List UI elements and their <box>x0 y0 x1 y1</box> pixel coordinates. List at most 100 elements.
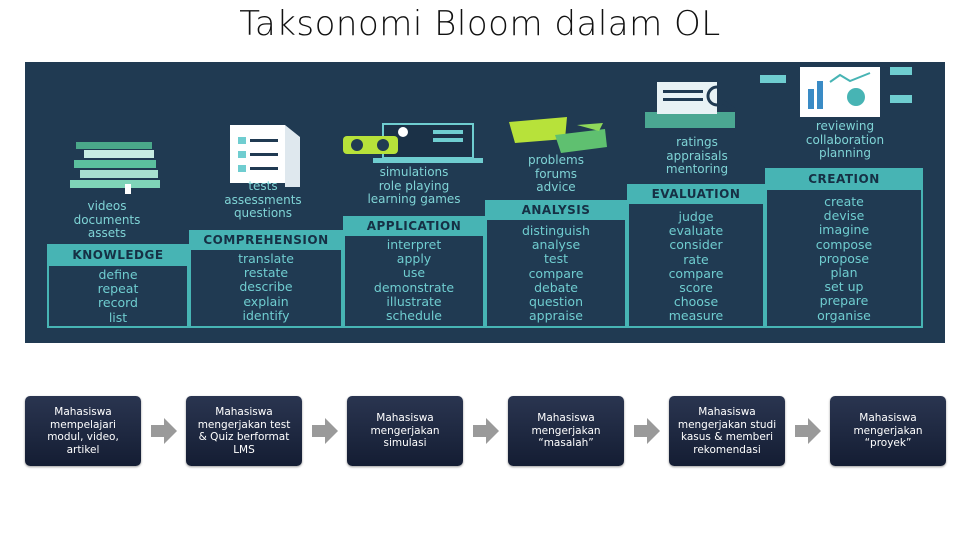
knowledge-verbs: define repeat record list <box>47 267 189 325</box>
step-box-analysis: Mahasiswa mengerjakan “masalah” <box>508 396 624 466</box>
step-box-creation: Mahasiswa mengerjakan “proyek” <box>830 396 946 466</box>
verb-item: test <box>543 251 568 267</box>
tool-item: tests <box>248 179 278 193</box>
verb-item: prepare <box>819 293 869 309</box>
tool-item: appraisals <box>666 148 728 163</box>
verb-item: repeat <box>97 281 139 297</box>
verb-item: debate <box>534 279 578 295</box>
tool-item: videos <box>87 199 127 213</box>
checklist-document-icon <box>230 125 300 187</box>
books-icon <box>70 142 160 194</box>
comprehension-tools: tests assessments questions <box>193 179 333 221</box>
verb-item: demonstrate <box>373 279 455 295</box>
tool-item: assessments <box>224 192 302 207</box>
verb-item: illustrate <box>386 293 442 309</box>
creation-tools: reviewing collaboration planning <box>767 119 923 161</box>
verb-item: explain <box>243 293 289 309</box>
verb-item: appraise <box>528 308 583 324</box>
application-column <box>343 236 485 328</box>
verb-item: judge <box>678 209 714 224</box>
right-arrow-icon <box>151 418 177 444</box>
creation-verbs: create devise imagine compose propose pl… <box>765 194 923 323</box>
analysis-column <box>485 220 627 328</box>
tool-item: role playing <box>378 178 450 193</box>
page-title: Taksonomi Bloom dalam OL <box>239 4 721 44</box>
right-arrow-icon <box>312 418 338 444</box>
application-tools: simulations role playing learning games <box>343 165 485 207</box>
right-arrow-icon <box>473 418 499 444</box>
verb-item: compare <box>668 265 724 281</box>
tool-item: reviewing <box>815 119 875 133</box>
knowledge-header: KNOWLEDGE <box>47 244 189 266</box>
step-box-knowledge: Mahasiswa mempelajari modul, video, arti… <box>25 396 141 466</box>
creation-column <box>765 190 923 328</box>
tool-item: learning games <box>367 192 461 206</box>
verb-item: restate <box>243 265 289 281</box>
verb-item: list <box>108 309 128 325</box>
tool-item: ratings <box>676 135 718 149</box>
analysis-verbs: distinguish analyse test compare debate … <box>485 223 627 324</box>
verb-item: describe <box>239 279 293 295</box>
magnifier-document-icon <box>645 82 737 128</box>
verb-item: use <box>402 265 426 281</box>
bloom-taxonomy-banner: videos documents assets KNOWLEDGE define… <box>25 62 945 343</box>
verb-item: devise <box>823 208 865 224</box>
tool-item: questions <box>233 206 293 220</box>
verb-item: imagine <box>818 222 870 238</box>
verb-item: organise <box>817 307 871 323</box>
knowledge-column <box>47 266 189 328</box>
verb-item: set up <box>824 279 864 295</box>
verb-item: interpret <box>386 237 442 252</box>
application-verbs: interpret apply use demonstrate illustra… <box>343 237 485 324</box>
verb-item: identify <box>242 307 290 323</box>
verb-item: translate <box>238 251 294 266</box>
tool-item: mentoring <box>665 162 729 176</box>
evaluation-header: EVALUATION <box>627 184 765 204</box>
comprehension-column <box>189 250 343 328</box>
verb-item: choose <box>673 294 719 310</box>
verb-item: compose <box>815 236 873 252</box>
comprehension-header: COMPREHENSION <box>189 230 343 250</box>
verb-item: distinguish <box>522 223 590 238</box>
step-box-evaluation: Mahasiswa mengerjakan studi kasus & memb… <box>669 396 785 466</box>
tool-item: advice <box>536 180 576 194</box>
verb-item: rate <box>683 251 709 267</box>
banner-illustrations <box>70 67 912 194</box>
application-header: APPLICATION <box>343 216 485 236</box>
verb-item: score <box>679 280 713 296</box>
verb-item: schedule <box>385 308 443 324</box>
tool-item: assets <box>87 226 127 240</box>
right-arrow-icon <box>795 418 821 444</box>
analysis-tools: problems forums advice <box>485 153 627 195</box>
verb-item: define <box>98 267 138 282</box>
verb-item: evaluate <box>668 223 724 239</box>
evaluation-verbs: judge evaluate consider rate compare sco… <box>627 209 765 324</box>
step-box-comprehension: Mahasiswa mengerjakan test & Quiz berfor… <box>186 396 302 466</box>
verb-item: apply <box>396 251 432 267</box>
comprehension-verbs: translate restate describe explain ident… <box>189 251 343 323</box>
verb-item: analyse <box>531 237 581 253</box>
creation-header: CREATION <box>765 168 923 190</box>
tool-item: problems <box>528 153 584 167</box>
verb-item: measure <box>668 308 724 324</box>
verb-item: question <box>528 294 583 310</box>
vr-headset-icon <box>343 123 483 163</box>
chat-bubbles-icon <box>509 117 607 153</box>
tool-item: documents <box>73 212 141 227</box>
tool-item: forums <box>534 166 578 181</box>
verb-item: record <box>98 295 138 311</box>
knowledge-tools: videos documents assets <box>47 199 167 241</box>
verb-item: plan <box>830 265 858 281</box>
evaluation-tools: ratings appraisals mentoring <box>627 135 767 177</box>
tool-item: planning <box>818 146 872 160</box>
step-box-application: Mahasiswa mengerjakan simulasi <box>347 396 463 466</box>
dashboard-chart-icon <box>760 67 912 117</box>
verb-item: consider <box>669 237 723 253</box>
tool-item: simulations <box>379 165 449 179</box>
right-arrow-icon <box>634 418 660 444</box>
analysis-header: ANALYSIS <box>485 200 627 220</box>
verb-item: create <box>824 194 864 209</box>
verb-item: compare <box>528 265 584 281</box>
evaluation-column <box>627 204 765 328</box>
verb-item: propose <box>818 250 870 266</box>
